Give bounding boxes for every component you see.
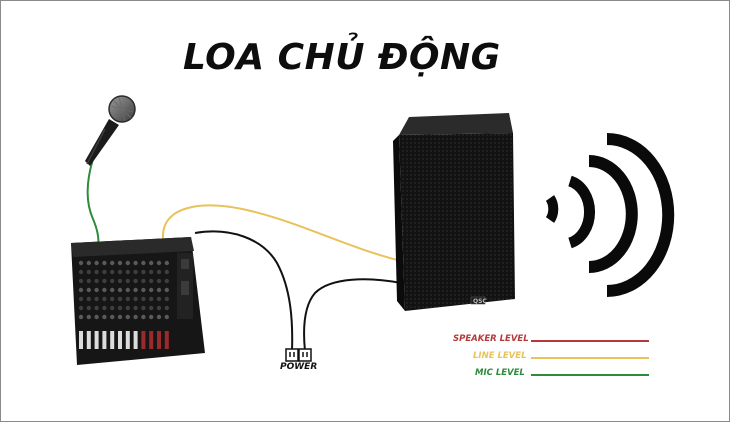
legend-item-mic-level: MIC LEVEL <box>453 367 663 383</box>
legend-item-line-level: LINE LEVEL <box>453 350 663 366</box>
legend-label: SPEAKER LEVEL <box>453 334 529 344</box>
speaker-brand-label: QSC <box>473 298 487 305</box>
power-label: POWER <box>280 362 318 372</box>
cable-legend: SPEAKER LEVEL LINE LEVEL MIC LEVEL <box>453 333 663 384</box>
mixer-power-cable <box>194 230 294 352</box>
legend-line <box>531 374 649 376</box>
legend-line <box>531 357 649 359</box>
legend-item-speaker-level: SPEAKER LEVEL <box>453 333 663 349</box>
sound-waves-icon <box>545 133 675 297</box>
audio-mixer-icon <box>71 237 205 365</box>
diagram-title: LOA CHỦ ĐỘNG <box>183 37 501 78</box>
line-cable <box>161 204 402 262</box>
active-speaker-icon: QSC <box>393 113 515 311</box>
speaker-power-cable <box>303 278 402 352</box>
microphone-icon <box>85 95 136 166</box>
mic-cable <box>86 158 100 248</box>
power-outlet-icon <box>285 348 312 362</box>
legend-line <box>531 340 649 342</box>
legend-label: LINE LEVEL <box>473 351 527 361</box>
legend-label: MIC LEVEL <box>475 368 525 378</box>
